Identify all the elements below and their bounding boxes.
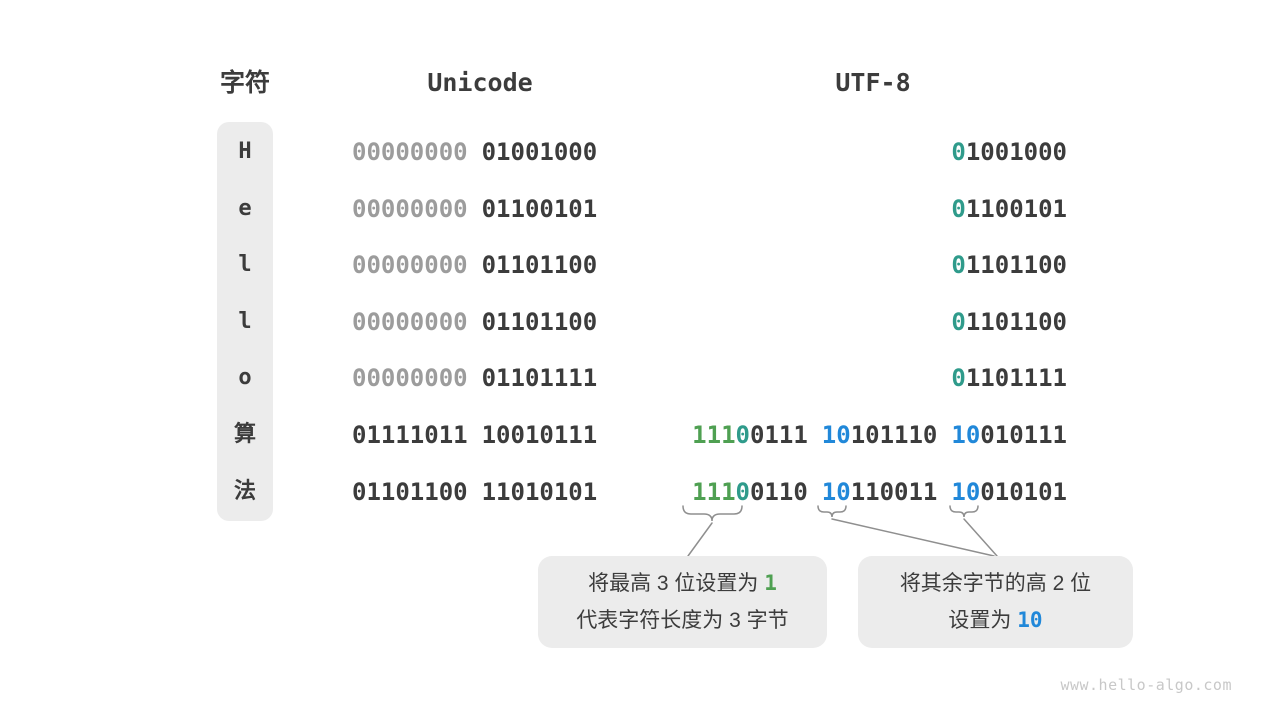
highlight-one: 1 (764, 571, 777, 595)
note-leading-bits: 将最高 3 位设置为 1 代表字符长度为 3 字节 (538, 556, 827, 648)
char-cell: l (238, 252, 252, 277)
column-header-char: 字符 (219, 69, 271, 97)
connector-line-right-2 (963, 518, 998, 557)
char-column-background (217, 122, 273, 521)
note-continuation-bits: 将其余字节的高 2 位 设置为 10 (858, 556, 1133, 648)
connector-line-right-1 (831, 518, 995, 557)
connector-line-left (687, 522, 713, 557)
utf8-value: 01100101 (951, 195, 1067, 223)
column-header-utf8: UTF-8 (835, 68, 911, 97)
watermark: www.hello-algo.com (1060, 676, 1232, 694)
utf8-value: 01101100 (951, 308, 1067, 336)
char-cell: 法 (233, 479, 256, 504)
char-cell: e (238, 196, 252, 221)
utf8-value: 01001000 (951, 138, 1067, 166)
note-line: 将最高 3 位设置为 1 (588, 571, 777, 595)
char-cell: o (238, 365, 252, 390)
char-cell: l (238, 309, 252, 334)
column-header-unicode: Unicode (427, 68, 533, 97)
note-line: 代表字符长度为 3 字节 (576, 609, 789, 632)
char-cell: H (238, 139, 252, 164)
highlight-one-zero: 10 (1017, 608, 1043, 632)
utf8-value: 01101100 (951, 251, 1067, 279)
note-line: 设置为 10 (948, 608, 1043, 632)
underbrace-continuation-bits-1 (817, 505, 847, 518)
underbrace-continuation-bits-2 (949, 505, 979, 518)
underbrace-leading-bits (682, 505, 743, 522)
utf8-value: 01101111 (951, 364, 1067, 392)
char-cell: 算 (233, 422, 256, 447)
note-line: 将其余字节的高 2 位 (899, 572, 1092, 595)
